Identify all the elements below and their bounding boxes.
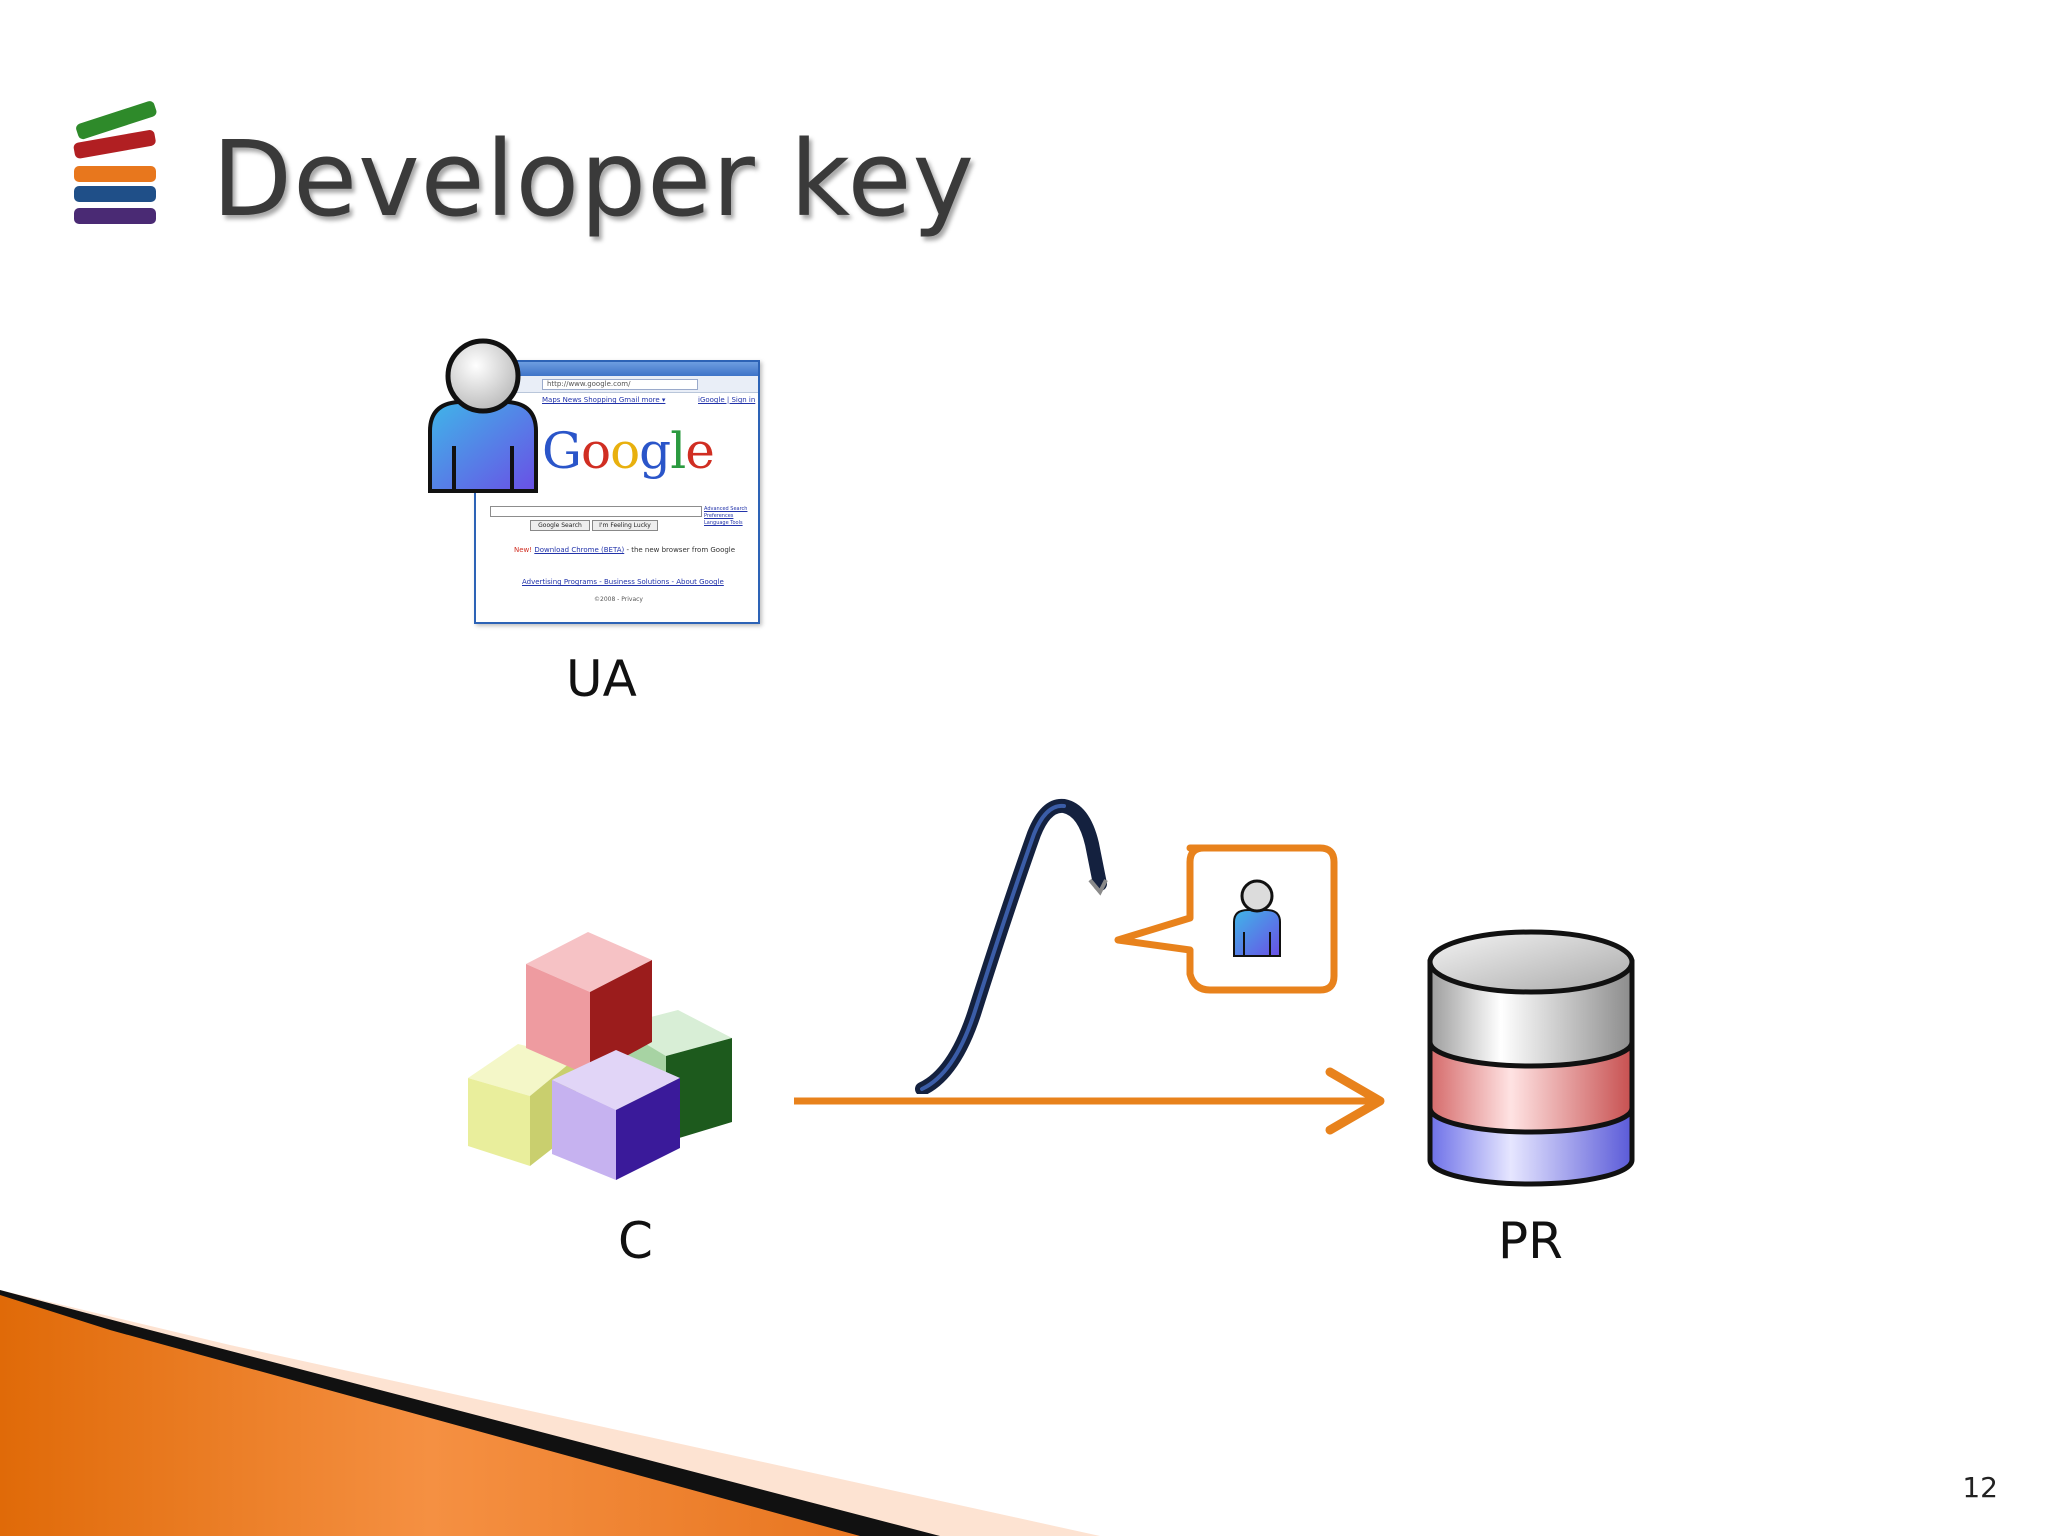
browser-search-input [490, 506, 702, 517]
page-number: 12 [1962, 1471, 1998, 1504]
browser-nav-links: Maps News Shopping Gmail more ▾ [542, 396, 666, 404]
user-callout-icon [1114, 844, 1338, 994]
browser-lucky-button: I'm Feeling Lucky [592, 520, 658, 531]
google-logo: Google [542, 422, 715, 480]
browser-toolbar: http://www.google.com/ [476, 376, 758, 393]
browser-news: New! Download Chrome (BETA) - the new br… [514, 546, 736, 554]
slide-title: Developer key [212, 118, 975, 240]
database-icon [1427, 929, 1635, 1187]
pr-label: PR [1498, 1212, 1563, 1270]
crowbar-icon [915, 798, 1108, 1094]
user-icon [428, 338, 538, 493]
blocks-icon [468, 932, 732, 1180]
browser-url: http://www.google.com/ [542, 379, 698, 390]
browser-account-links: iGoogle | Sign in [698, 396, 756, 404]
browser-search-button: Google Search [530, 520, 590, 531]
client-label: C [618, 1212, 653, 1270]
ua-label: UA [566, 650, 637, 708]
browser-footer-links: Advertising Programs - Business Solution… [522, 578, 724, 586]
browser-copyright: ©2008 - Privacy [594, 596, 643, 603]
browser-side-links: Advanced Search Preferences Language Too… [704, 506, 748, 526]
books-icon [73, 101, 157, 224]
arrow-icon [794, 1067, 1385, 1135]
browser-titlebar [476, 362, 758, 376]
